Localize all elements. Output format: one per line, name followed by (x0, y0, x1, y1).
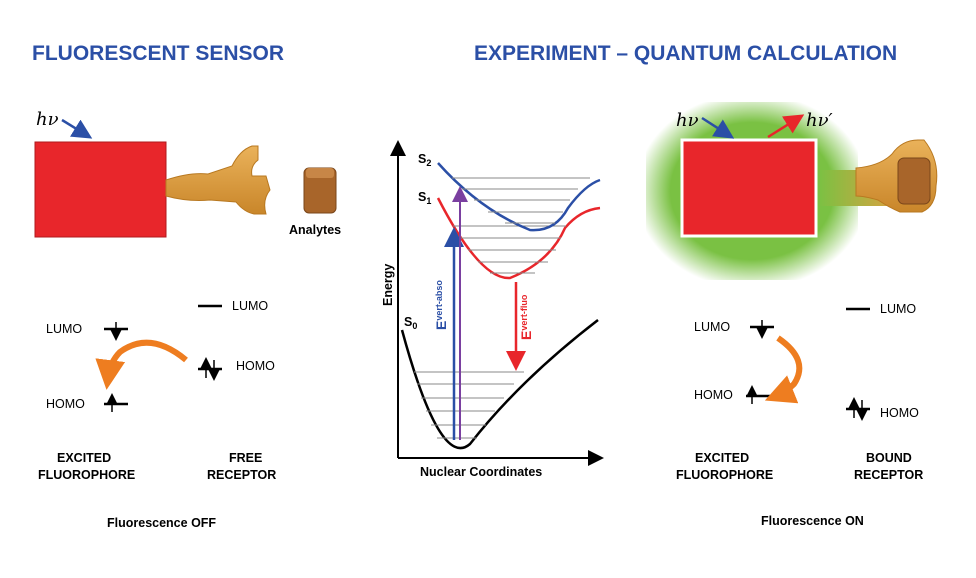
left-fluorophore-caption-2: FLUOROPHORE (38, 468, 135, 482)
fluorescence-energy-label: Evert-fluo (518, 294, 534, 340)
electron-transfer-arrow (95, 339, 188, 390)
s1-curve (436, 197, 601, 280)
excitation-photon-label: hν (676, 110, 699, 131)
bound-fluorophore-lumo-label: LUMO (694, 320, 730, 334)
fluorophore-block (34, 141, 167, 238)
abs-e-symbol: E (433, 321, 449, 330)
center-panel: Energy Nuclear Coordinates (381, 140, 604, 479)
fluorophore-homo-label: HOMO (46, 397, 85, 411)
bound-receptor-lumo-label: LUMO (880, 302, 916, 316)
receptor-homo-label: HOMO (236, 359, 275, 373)
excitation-arrow (61, 118, 93, 139)
left-fluorophore-caption-1: EXCITED (57, 451, 111, 465)
bound-receptor-homo-label: HOMO (880, 406, 919, 420)
radiative-return-arrow (764, 335, 803, 404)
fluorescence-on-label: Fluorescence ON (761, 514, 864, 528)
right-fluorophore-caption-1: EXCITED (695, 451, 749, 465)
free-receptor-shape (165, 145, 271, 215)
right-fluorophore-caption-2: FLUOROPHORE (676, 468, 773, 482)
emission-arrow (767, 114, 805, 139)
fluorophore-lumo-label: LUMO (46, 322, 82, 336)
left-receptor-caption-2: RECEPTOR (207, 468, 276, 482)
energy-axis-label: Energy (381, 264, 395, 306)
bound-fluorophore-homo-label: HOMO (694, 388, 733, 402)
s0-curve (400, 319, 599, 450)
excitation-arrow-right (701, 116, 735, 139)
right-receptor-caption-1: BOUND (866, 451, 912, 465)
s1-label: S1 (418, 190, 431, 206)
s2-curve (437, 162, 601, 232)
fluo-e-subscript: vert-fluo (519, 294, 529, 331)
right-receptor-caption-2: RECEPTOR (854, 468, 923, 482)
s2-vibrational-levels (452, 177, 590, 224)
bound-analyte-block (897, 157, 931, 205)
analyte-highlight (306, 168, 334, 178)
coordinate-axis-label: Nuclear Coordinates (420, 465, 542, 479)
receptor-lumo-label: LUMO (232, 299, 268, 313)
left-panel: hν Analytes LUMO HOMO LUMO HOMO EXCITED … (34, 109, 341, 530)
fluo-e-symbol: E (518, 331, 534, 340)
right-panel: hν hν′ LUMO HOMO LUMO HOMO EXCITED FLUOR… (646, 102, 938, 528)
s1-vibrational-levels (453, 225, 566, 274)
s0-label: S0 (404, 315, 417, 331)
analytes-label: Analytes (289, 223, 341, 237)
abs-e-subscript: vert-abso (434, 280, 444, 321)
fluorophore-block-emitting (680, 138, 818, 238)
right-section-title: EXPERIMENT – QUANTUM CALCULATION (474, 42, 898, 65)
absorption-energy-label: Evert-abso (433, 280, 449, 330)
s2-label: S2 (418, 152, 431, 168)
left-section-title: FLUORESCENT SENSOR (32, 42, 285, 65)
emission-photon-label: hν′ (806, 110, 833, 131)
s0-vibrational-levels (414, 371, 524, 439)
fluorescence-off-label: Fluorescence OFF (107, 516, 216, 530)
left-receptor-caption-1: FREE (229, 451, 262, 465)
photon-label: hν (36, 109, 59, 130)
